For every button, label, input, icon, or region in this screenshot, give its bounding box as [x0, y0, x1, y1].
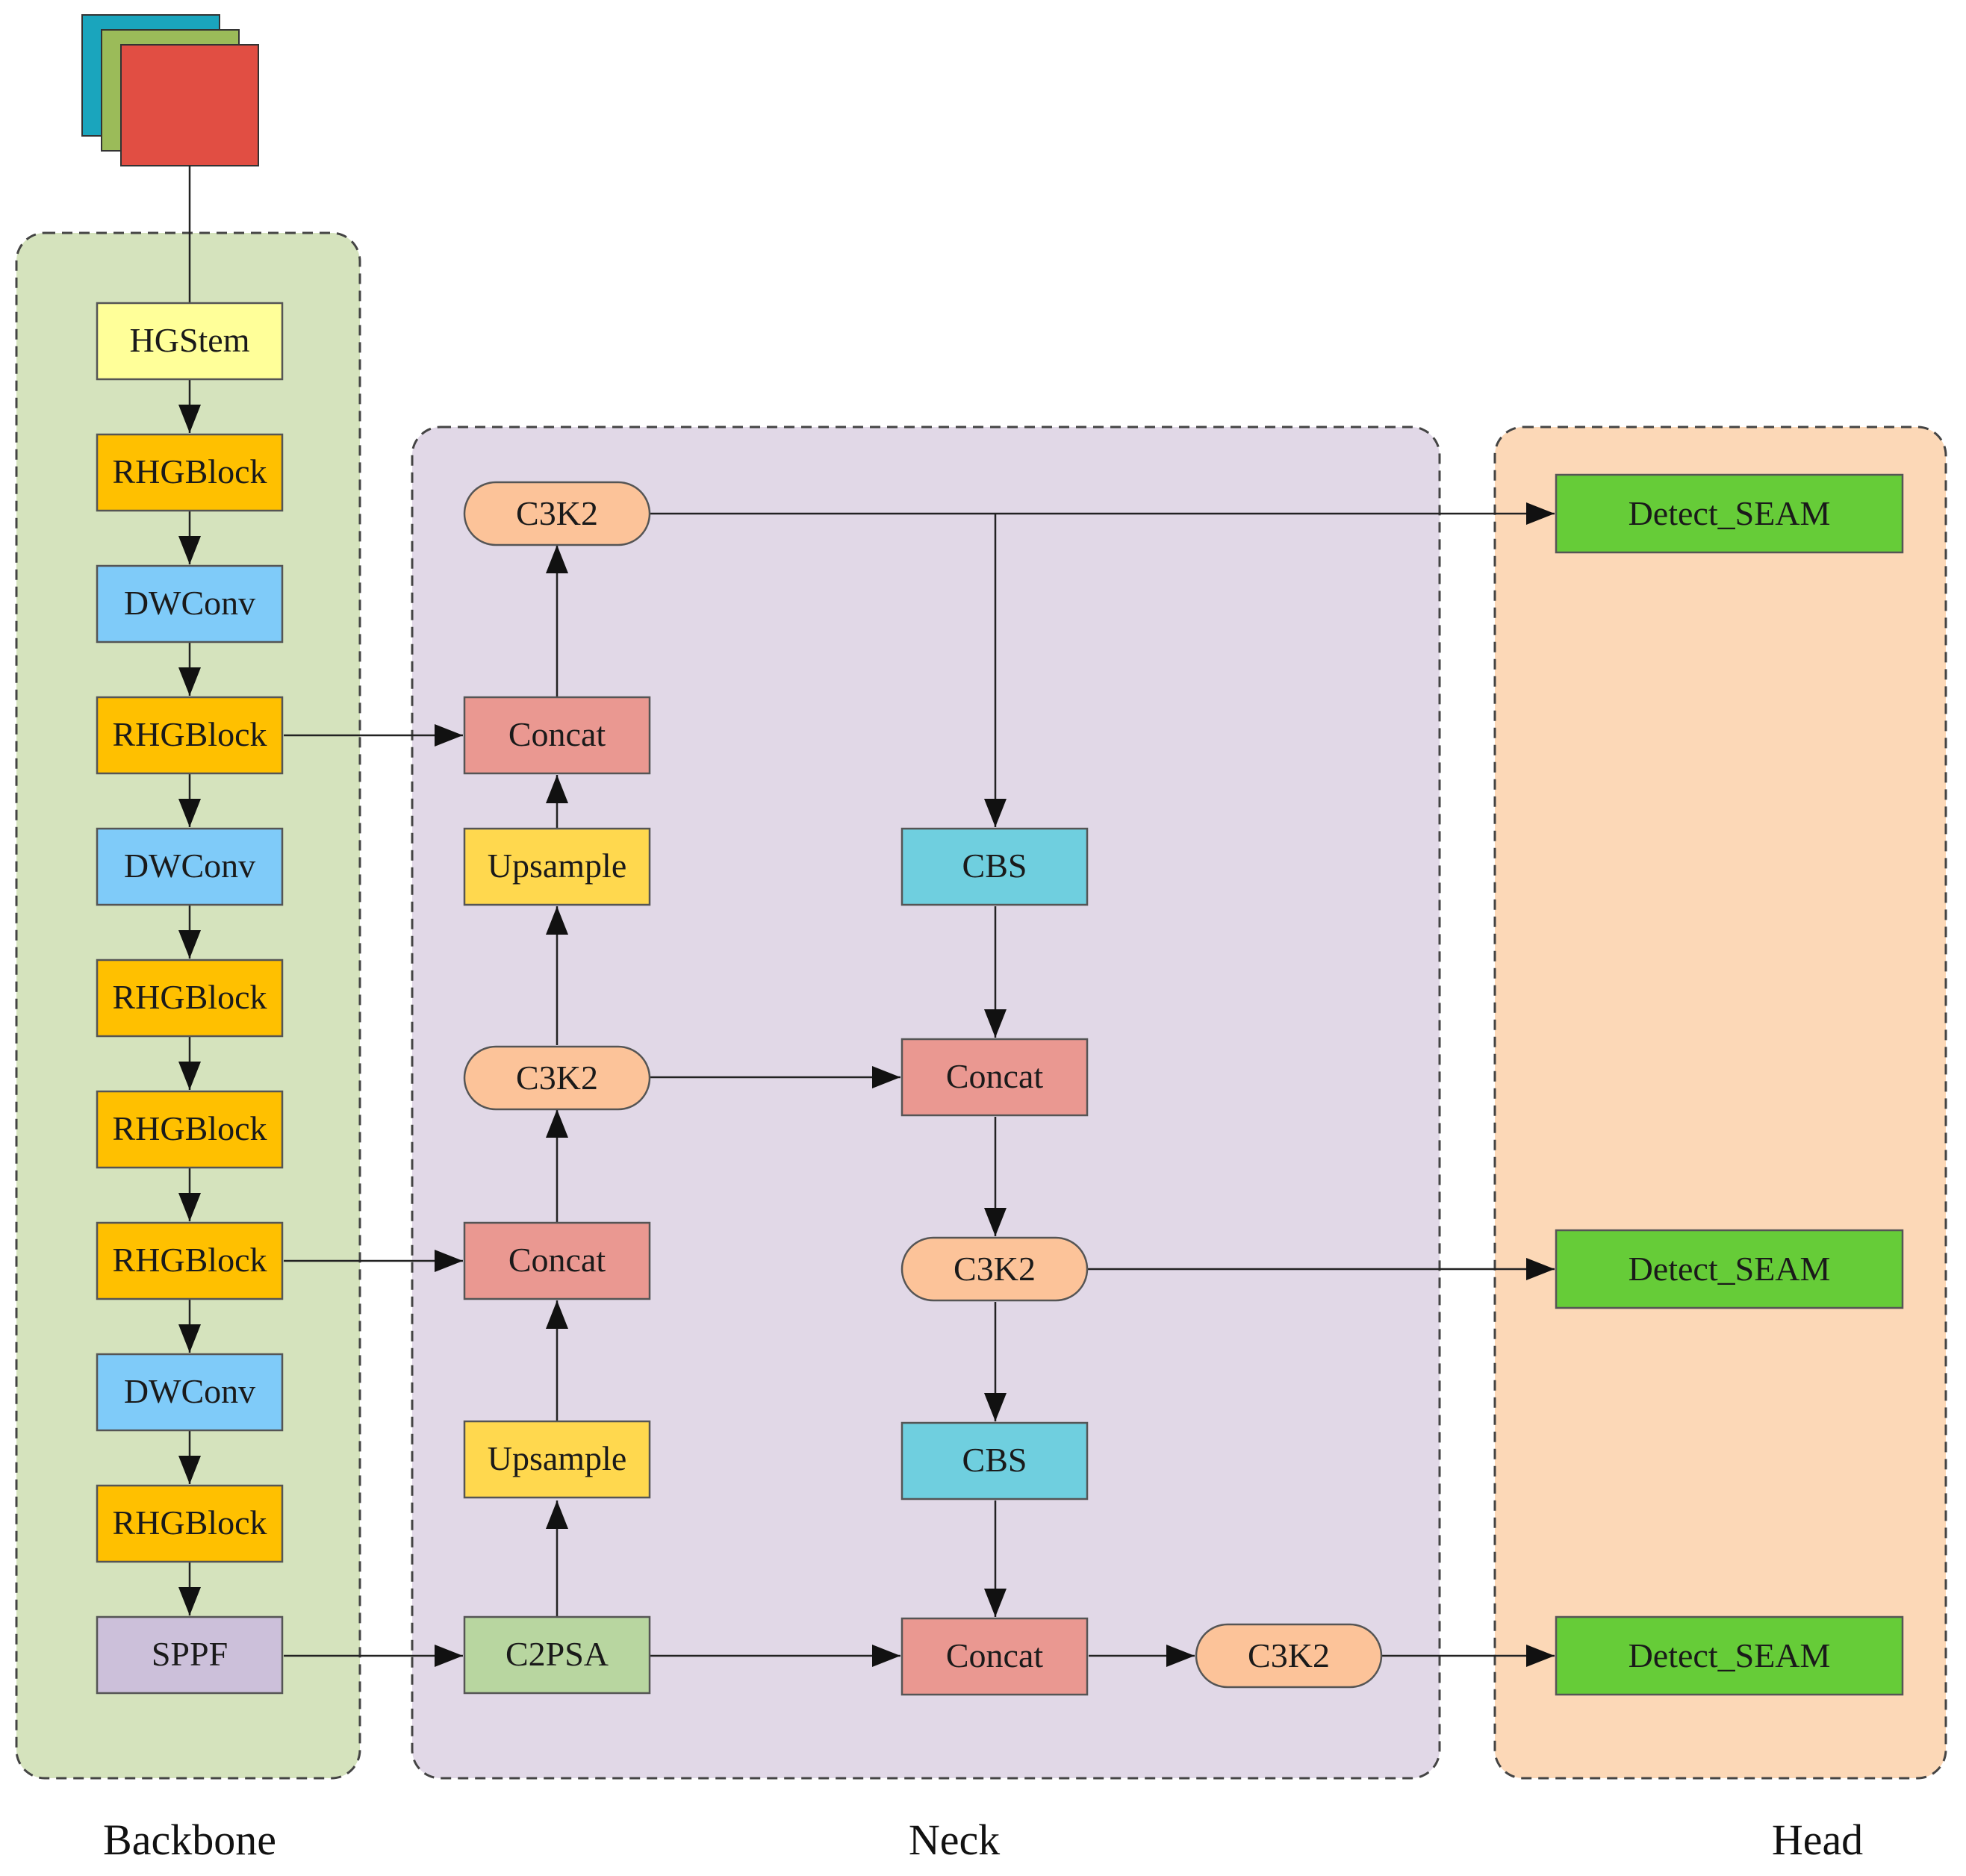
node-upsample-upper: Upsample: [463, 827, 651, 906]
head-panel: [1493, 426, 1947, 1780]
node-rhgblock: RHGBlock: [96, 959, 284, 1038]
node-label: C3K2: [1248, 1636, 1330, 1674]
node-dwconv: DWConv: [96, 564, 284, 643]
input-image-stack-icon: [81, 14, 259, 166]
connectors: [178, 166, 1555, 1667]
section-label-backbone: Backbone: [103, 1816, 276, 1864]
node-label: CBS: [962, 847, 1027, 885]
node-label: DWConv: [124, 1372, 255, 1410]
node-upsample-lower: Upsample: [463, 1420, 651, 1499]
node-c3k2-bottom: C3K2: [1195, 1623, 1383, 1689]
node-label: SPPF: [152, 1635, 228, 1673]
backbone-nodes: HGStem RHGBlock DWConv RHGBlock DWConv R…: [96, 302, 284, 1695]
node-label: RHGBlock: [113, 1109, 267, 1147]
node-rhgblock: RHGBlock: [96, 1484, 284, 1563]
node-label: Detect_SEAM: [1629, 494, 1831, 532]
node-concat-right-upper: Concat: [900, 1038, 1089, 1117]
node-label: Detect_SEAM: [1629, 1250, 1831, 1288]
node-rhgblock: RHGBlock: [96, 696, 284, 775]
node-concat-upper: Concat: [463, 696, 651, 775]
neck-nodes: C3K2 Concat Upsample C3K2 Concat Upsampl…: [463, 481, 1383, 1696]
node-hgstem: HGStem: [96, 302, 284, 381]
node-label: Upsample: [488, 1439, 627, 1477]
node-c3k2-top: C3K2: [463, 481, 651, 546]
node-detect-seam: Detect_SEAM: [1555, 473, 1904, 554]
node-c3k2-middle: C3K2: [463, 1045, 651, 1111]
node-c3k2-right-middle: C3K2: [900, 1236, 1089, 1302]
node-label: RHGBlock: [113, 452, 267, 490]
node-concat-lower: Concat: [463, 1221, 651, 1300]
node-c2psa: C2PSA: [463, 1615, 651, 1695]
node-dwconv: DWConv: [96, 1353, 284, 1432]
node-rhgblock: RHGBlock: [96, 433, 284, 512]
node-dwconv: DWConv: [96, 827, 284, 906]
node-label: Detect_SEAM: [1629, 1636, 1831, 1674]
node-detect-seam: Detect_SEAM: [1555, 1229, 1904, 1309]
node-cbs-lower: CBS: [900, 1421, 1089, 1501]
node-detect-seam: Detect_SEAM: [1555, 1615, 1904, 1696]
node-label: RHGBlock: [113, 715, 267, 753]
node-label: Concat: [508, 715, 606, 753]
node-label: Concat: [946, 1057, 1044, 1095]
node-label: RHGBlock: [113, 978, 267, 1016]
node-label: C3K2: [516, 494, 598, 532]
node-label: CBS: [962, 1441, 1027, 1479]
node-label: RHGBlock: [113, 1503, 267, 1542]
node-label: C3K2: [516, 1059, 598, 1097]
node-sppf: SPPF: [96, 1615, 284, 1695]
node-label: Upsample: [488, 847, 627, 885]
node-label: DWConv: [124, 584, 255, 622]
node-concat-right-lower: Concat: [900, 1617, 1089, 1696]
node-label: DWConv: [124, 847, 255, 885]
node-label: HGStem: [130, 321, 250, 359]
node-label: C2PSA: [506, 1635, 609, 1673]
section-label-head: Head: [1772, 1816, 1863, 1864]
node-cbs-upper: CBS: [900, 827, 1089, 906]
node-label: C3K2: [954, 1250, 1036, 1288]
section-label-neck: Neck: [909, 1816, 1000, 1864]
node-label: Concat: [508, 1241, 606, 1279]
node-rhgblock: RHGBlock: [96, 1090, 284, 1169]
node-label: RHGBlock: [113, 1241, 267, 1279]
node-label: Concat: [946, 1636, 1044, 1674]
head-nodes: Detect_SEAM Detect_SEAM Detect_SEAM: [1555, 473, 1904, 1696]
node-rhgblock: RHGBlock: [96, 1221, 284, 1300]
